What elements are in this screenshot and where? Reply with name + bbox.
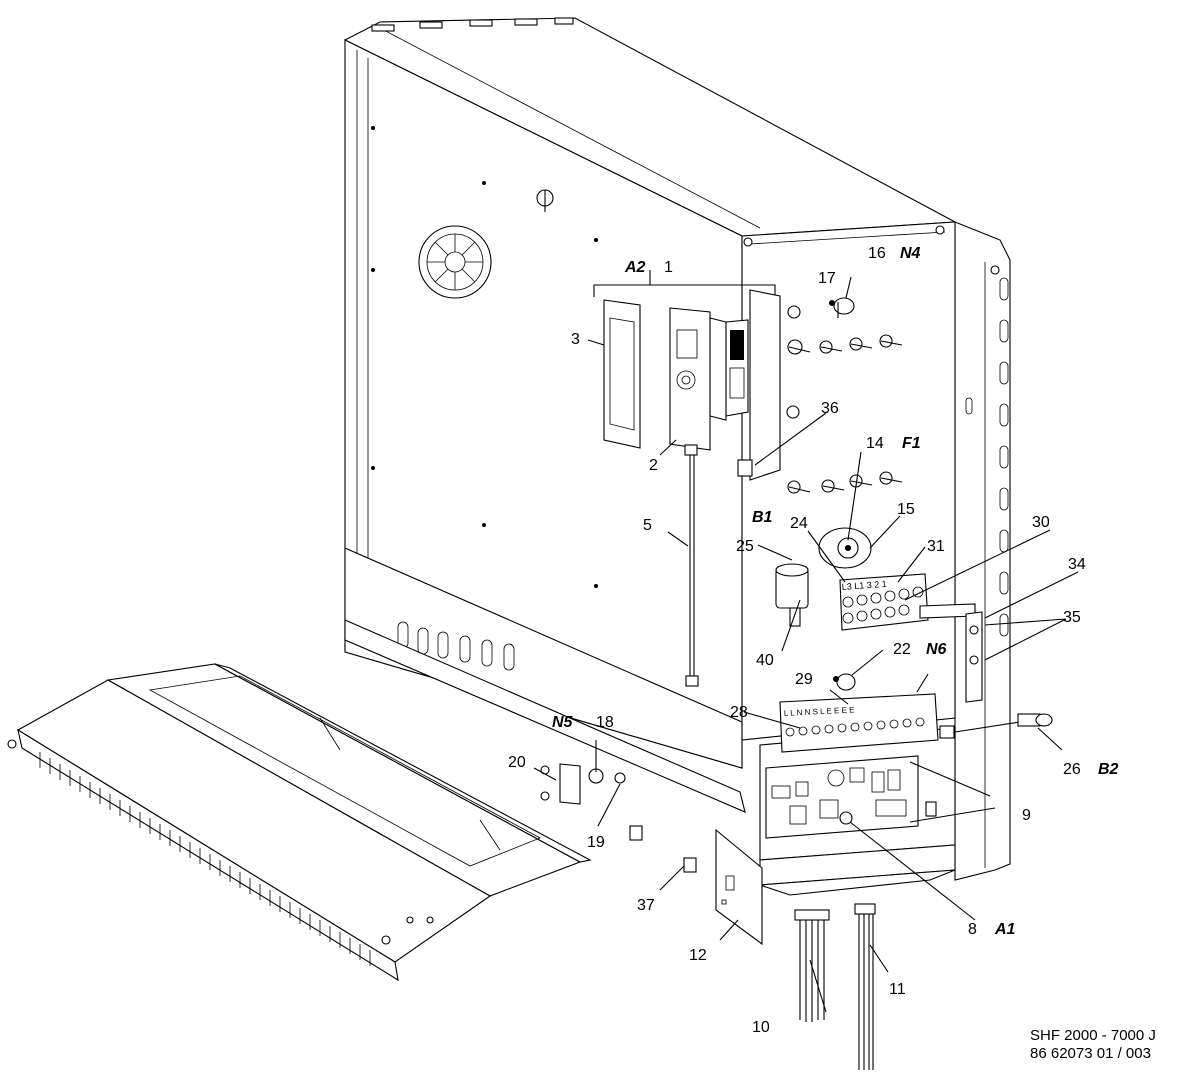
cover-plate xyxy=(715,828,763,946)
callout-25: 25 xyxy=(736,538,754,555)
terminal-marking-lower: L L N N S L E E E E xyxy=(784,705,855,718)
callout-35: 35 xyxy=(1063,609,1081,626)
callout-18: 18 xyxy=(596,714,614,731)
callout-26: 26 xyxy=(1063,761,1081,778)
designator-a1: A1 xyxy=(994,921,1016,938)
leader-lines xyxy=(533,276,1079,1013)
callout-28: 28 xyxy=(730,704,748,721)
document-number: 86 62073 01 / 003 xyxy=(1030,1045,1151,1062)
round-vent xyxy=(418,225,492,299)
callout-24: 24 xyxy=(790,515,808,532)
control-panel-parts xyxy=(593,270,781,687)
designator-b2: B2 xyxy=(1098,761,1119,778)
callout-30: 30 xyxy=(1032,514,1050,531)
thermostat-parts xyxy=(775,297,1053,753)
callout-8: 8 xyxy=(968,921,977,938)
callout-17: 17 xyxy=(818,270,836,287)
callout-1: 1 xyxy=(664,259,673,276)
callout-31: 31 xyxy=(927,538,945,555)
connector-cables xyxy=(794,903,876,1070)
callout-22: 22 xyxy=(893,641,911,658)
designator-n4: N4 xyxy=(900,245,921,262)
callout-20: 20 xyxy=(508,754,526,771)
designator-n5: N5 xyxy=(552,714,574,731)
callout-9: 9 xyxy=(1022,807,1031,824)
callout-15: 15 xyxy=(897,501,915,518)
callout-11: 11 xyxy=(889,981,906,998)
front-grille-cover xyxy=(7,663,592,982)
callout-2: 2 xyxy=(649,457,658,474)
callout-labels: 1 2 3 5 8 9 10 11 12 14 15 16 17 18 19 2… xyxy=(508,245,1086,1036)
callout-5: 5 xyxy=(643,517,652,534)
designator-f1: F1 xyxy=(902,435,921,452)
callout-12: 12 xyxy=(689,947,707,964)
main-pcb xyxy=(765,755,937,839)
callout-40: 40 xyxy=(756,652,774,669)
model-reference: SHF 2000 - 7000 J xyxy=(1030,1027,1156,1044)
callout-10: 10 xyxy=(752,1019,770,1036)
side-rail xyxy=(344,619,746,813)
callout-14: 14 xyxy=(866,435,884,452)
callout-37: 37 xyxy=(637,897,655,914)
designator-a2: A2 xyxy=(624,259,646,276)
bracket-n5 xyxy=(540,763,697,873)
callout-16: 16 xyxy=(868,245,886,262)
designator-labels: A2 N4 F1 B1 N6 N5 B2 A1 xyxy=(552,245,1119,938)
callout-36: 36 xyxy=(821,400,839,417)
designator-b1: B1 xyxy=(752,509,773,526)
callout-29: 29 xyxy=(795,671,813,688)
callout-34: 34 xyxy=(1068,556,1086,573)
terminal-marking-upper: L3 L1 3 2 1 xyxy=(841,579,887,592)
designator-n6: N6 xyxy=(926,641,947,658)
callout-19: 19 xyxy=(587,834,605,851)
callout-3: 3 xyxy=(571,331,580,348)
